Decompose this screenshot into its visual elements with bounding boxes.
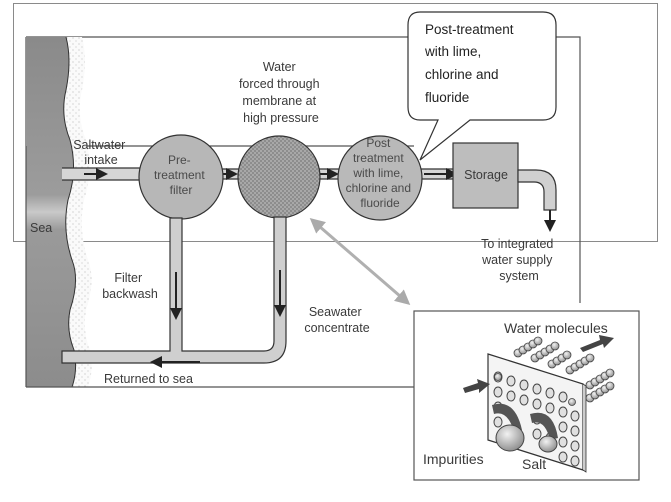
intake-pipe bbox=[62, 167, 150, 181]
outer-frame bbox=[13, 3, 658, 242]
storage-tank bbox=[452, 142, 519, 209]
salt-particle bbox=[538, 435, 558, 453]
outflow-arrow bbox=[580, 335, 614, 352]
membrane-inset: Water molecules Impur bbox=[413, 310, 640, 481]
shore-sand bbox=[63, 37, 92, 387]
label-filter-backwash: Filter backwash bbox=[102, 271, 158, 301]
return-pipes bbox=[61, 216, 287, 368]
callout-text: Post-treatment with lime, chlorine and f… bbox=[424, 22, 517, 105]
membrane-tank bbox=[237, 135, 321, 219]
label-membrane-caption: Water forced through membrane at high pr… bbox=[239, 60, 323, 125]
label-saltwater-intake: Saltwater intake bbox=[73, 138, 129, 167]
sea bbox=[26, 37, 76, 387]
label-integrated-supply: To integrated water supply system bbox=[481, 237, 557, 283]
zoom-link-arrow bbox=[309, 218, 411, 305]
label-sea: Sea bbox=[30, 221, 52, 235]
label-salt: Salt bbox=[522, 456, 546, 472]
salt-reject-arrow bbox=[530, 412, 558, 440]
label-impurities: Impurities bbox=[423, 451, 484, 467]
impurities-reject-arrow bbox=[492, 403, 522, 432]
outlet-pipe bbox=[517, 169, 557, 211]
label-water-molecules: Water molecules bbox=[504, 320, 608, 336]
callout-bubble: Post-treatment with lime, chlorine and f… bbox=[407, 11, 557, 161]
label-seawater-concentrate: Seawater concentrate bbox=[304, 305, 369, 335]
inflow-arrow bbox=[463, 379, 490, 393]
label-returned-to-sea: Returned to sea bbox=[104, 372, 193, 386]
water-molecule-chains bbox=[494, 336, 615, 406]
impurity-particle bbox=[495, 424, 525, 452]
label-storage: Storage bbox=[464, 168, 508, 182]
label-post-treatment: Post treatment with lime, chlorine and f… bbox=[346, 136, 415, 210]
label-pretreatment: Pre- treatment filter bbox=[154, 153, 208, 197]
